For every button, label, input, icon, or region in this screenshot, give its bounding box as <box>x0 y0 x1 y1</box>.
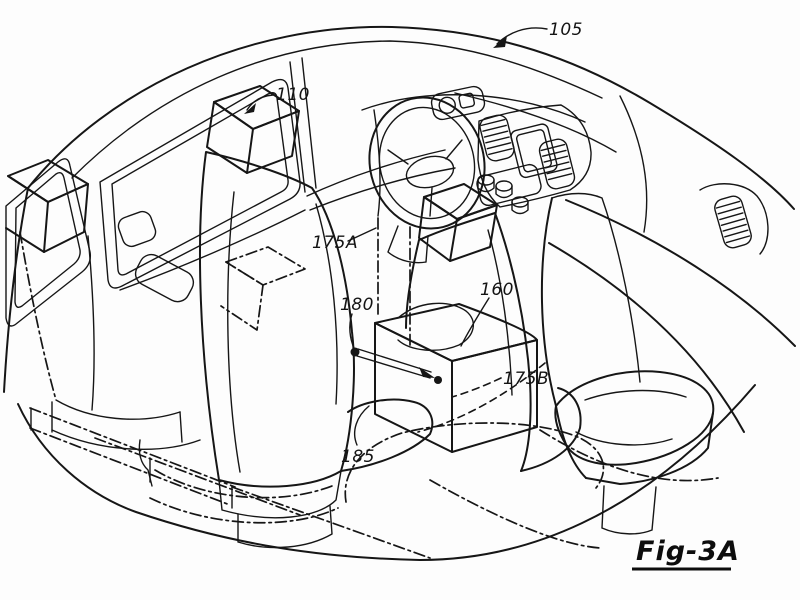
right-door-panel <box>548 183 796 433</box>
center-stack <box>476 104 592 215</box>
leader-160 <box>460 297 490 347</box>
left-door-panel <box>117 210 195 303</box>
dashboard <box>361 85 617 264</box>
ref-180-label: 180 <box>340 295 374 315</box>
instrument-cluster <box>430 85 486 121</box>
leader-185 <box>353 405 370 446</box>
leader-180 <box>349 313 355 349</box>
door-armrest <box>134 253 195 303</box>
control-panel <box>476 163 542 215</box>
knob <box>495 180 513 199</box>
steering-wheel <box>368 96 486 264</box>
rear-left-seat <box>5 159 201 450</box>
pin-dot-right <box>434 376 442 384</box>
ref-175A-label: 175A <box>312 233 358 253</box>
pin-arrowhead <box>419 367 435 378</box>
ref-160-label: 160 <box>480 280 514 300</box>
hidden-middle-seat <box>149 246 339 524</box>
figure-title-text: Fig-3A <box>636 536 740 567</box>
fastener-pin-180 <box>350 347 442 384</box>
driver-seat <box>199 85 434 549</box>
console-box <box>374 302 538 453</box>
leader-175A <box>347 227 377 242</box>
figure-title: Fig-3A <box>632 536 740 571</box>
arrowhead-110 <box>244 103 256 114</box>
knob <box>477 174 495 193</box>
right-dash-vent <box>538 138 576 190</box>
arrowhead-105 <box>493 36 507 48</box>
center-display <box>510 123 558 179</box>
ref-175B-label: 175B <box>503 369 549 389</box>
leader-110 <box>246 94 274 111</box>
driver-headrest <box>206 85 300 174</box>
door-vent <box>714 195 752 249</box>
pin-dot-left <box>350 347 360 357</box>
vehicle-body-outline <box>3 25 795 561</box>
door-handle-recess <box>117 210 157 248</box>
knob <box>511 196 529 215</box>
reference-labels: 105 110 175A 180 160 175B 185 <box>276 20 583 467</box>
ref-110-label: 110 <box>276 85 310 105</box>
ref-105-label: 105 <box>549 20 583 40</box>
leader-175B <box>451 377 502 398</box>
leader-lines <box>246 27 548 446</box>
leader-105 <box>496 27 548 45</box>
ref-185-label: 185 <box>341 447 375 467</box>
middle-passenger-seat <box>405 183 582 472</box>
right-front-seat <box>344 192 719 549</box>
floor-step-lines <box>29 407 431 559</box>
